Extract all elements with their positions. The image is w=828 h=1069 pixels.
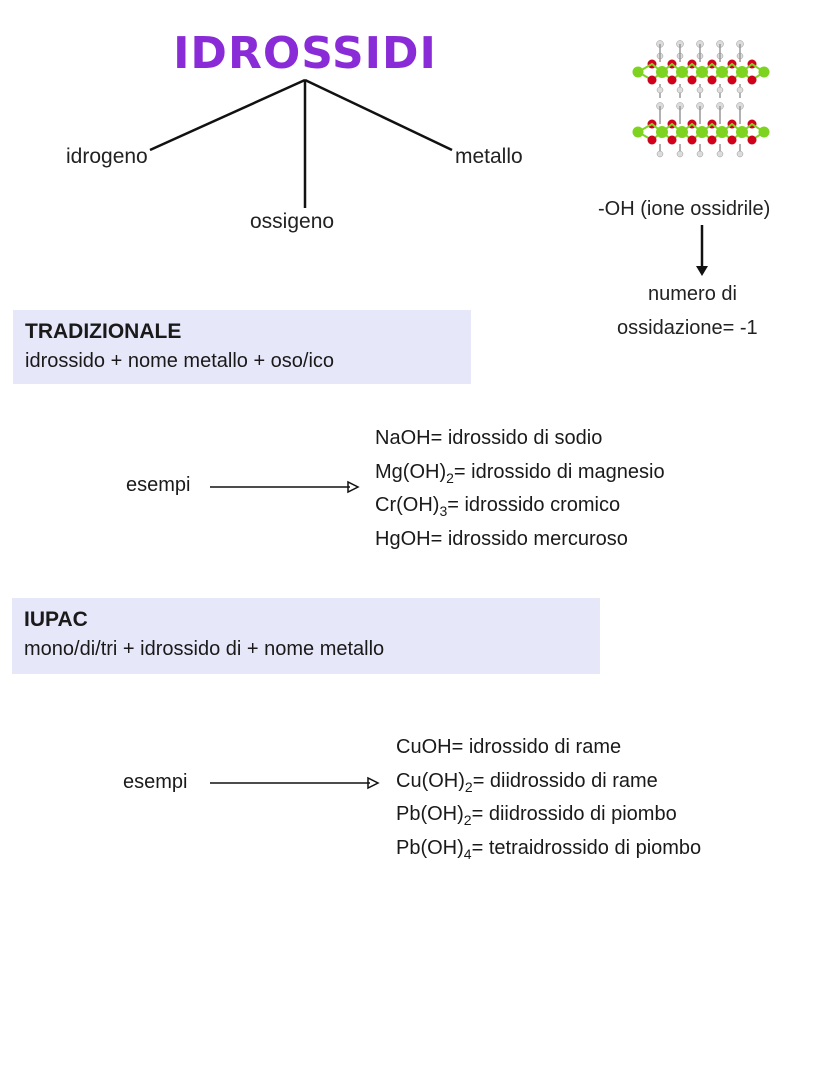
list-item: Pb(OH)4= tetraidrossido di piombo — [396, 836, 702, 862]
oxidation-line-2: ossidazione= -1 — [617, 317, 758, 339]
list-item: Cr(OH)3= idrossido cromico — [375, 494, 621, 519]
iupac-heading: IUPAC — [24, 608, 88, 631]
branch-label-hydrogen: idrogeno — [66, 145, 148, 168]
examples-arrow-1-head-icon — [347, 480, 360, 494]
page-title: IDROSSIDI — [173, 28, 437, 79]
traditional-heading: TRADIZIONALE — [25, 320, 182, 343]
list-item: NaOH= idrossido di sodio — [375, 427, 603, 449]
down-arrow-head-icon — [696, 266, 708, 276]
traditional-formula: idrossido + nome metallo + oso/ico — [25, 350, 335, 372]
traditional-box: TRADIZIONALE idrossido + nome metallo + … — [13, 310, 471, 384]
crystal-structure-icon — [632, 40, 770, 158]
branch-line-left — [149, 78, 306, 152]
list-item: Cu(OH)2= diidrossido di rame — [396, 769, 658, 795]
branch-label-oxygen: ossigeno — [250, 210, 335, 233]
iupac-examples-label: esempi — [123, 771, 188, 793]
branch-label-metal: metallo — [455, 145, 523, 168]
ion-label: -OH (ione ossidrile) — [598, 198, 771, 220]
iupac-formula: mono/di/tri + idrossido di + nome metall… — [24, 638, 385, 660]
iupac-examples-list: CuOH= idrossido di rame Cu(OH)2= diidros… — [396, 734, 701, 868]
list-item: CuOH= idrossido di rame — [396, 736, 622, 758]
list-item: Mg(OH)2= idrossido di magnesio — [375, 460, 665, 486]
traditional-examples-list: NaOH= idrossido di sodio Mg(OH)2= idross… — [375, 425, 665, 559]
list-item: HgOH= idrossido mercuroso — [375, 527, 628, 550]
list-item: Pb(OH)2= diidrossido di piombo — [396, 803, 677, 828]
oxidation-line-1: numero di — [648, 283, 737, 305]
iupac-box: IUPAC mono/di/tri + idrossido di + nome … — [12, 598, 600, 674]
traditional-examples-label: esempi — [126, 474, 191, 496]
examples-arrow-2-head-icon — [367, 776, 380, 790]
branch-line-right — [304, 78, 453, 152]
